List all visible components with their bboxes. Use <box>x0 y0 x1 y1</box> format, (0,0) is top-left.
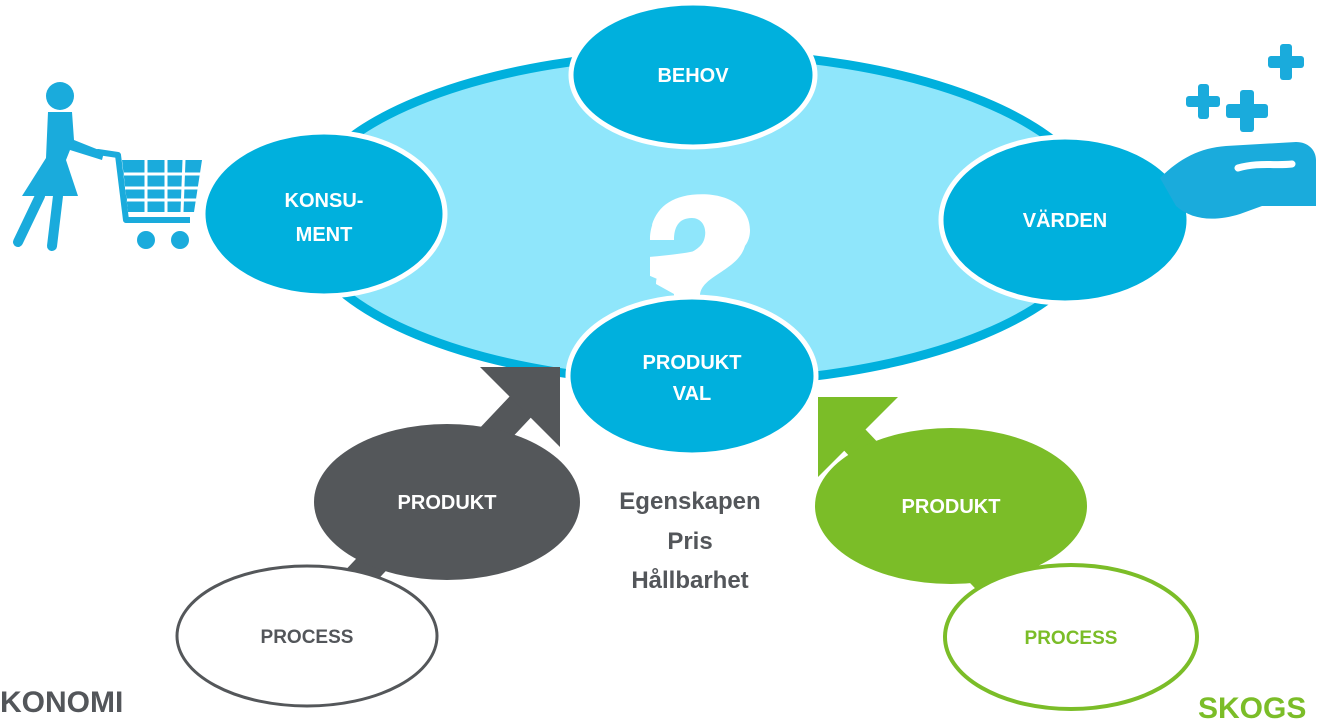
corner-label-left: KONOMI <box>0 686 123 719</box>
produktval-label-line1: PRODUKT <box>643 352 742 374</box>
produktval-label-line2: VAL <box>673 383 712 405</box>
hand-with-plus-signs-icon <box>1160 44 1316 219</box>
left-produkt-bubble <box>314 424 580 580</box>
konsument-bubble: KONSU- MENT <box>200 129 448 299</box>
woman-with-shopping-cart-icon <box>13 82 202 251</box>
left-process-bubble <box>175 564 439 708</box>
varden-label: VÄRDEN <box>1023 209 1107 232</box>
right-process-label: PROCESS <box>1025 628 1118 649</box>
behov-label: BEHOV <box>657 65 729 87</box>
behov-bubble: BEHOV <box>568 0 818 150</box>
criteria-item-egenskapen: Egenskapen <box>619 488 760 515</box>
criteria-list: Egenskapen Pris Hållbarhet <box>619 488 760 594</box>
varden-bubble: VÄRDEN <box>938 134 1192 306</box>
corner-label-right: SKOGS <box>1198 692 1306 723</box>
right-arrow-head <box>818 397 898 477</box>
criteria-item-hallbarhet: Hållbarhet <box>631 567 748 594</box>
left-produkt-label: PRODUKT <box>398 492 497 514</box>
konsument-label-line1: KONSU- <box>285 190 364 212</box>
criteria-item-pris: Pris <box>667 528 712 555</box>
right-path: PRODUKT PROCESS <box>815 397 1199 711</box>
right-produkt-label: PRODUKT <box>902 496 1001 518</box>
konsument-label-line2: MENT <box>296 224 353 246</box>
left-process-label: PROCESS <box>261 627 354 648</box>
produktval-bubble: PRODUKT VAL <box>565 294 819 458</box>
left-path: PRODUKT PROCESS <box>175 367 580 708</box>
left-arrow-head <box>480 367 560 447</box>
right-produkt-bubble <box>815 428 1087 584</box>
right-process-bubble <box>943 563 1199 711</box>
